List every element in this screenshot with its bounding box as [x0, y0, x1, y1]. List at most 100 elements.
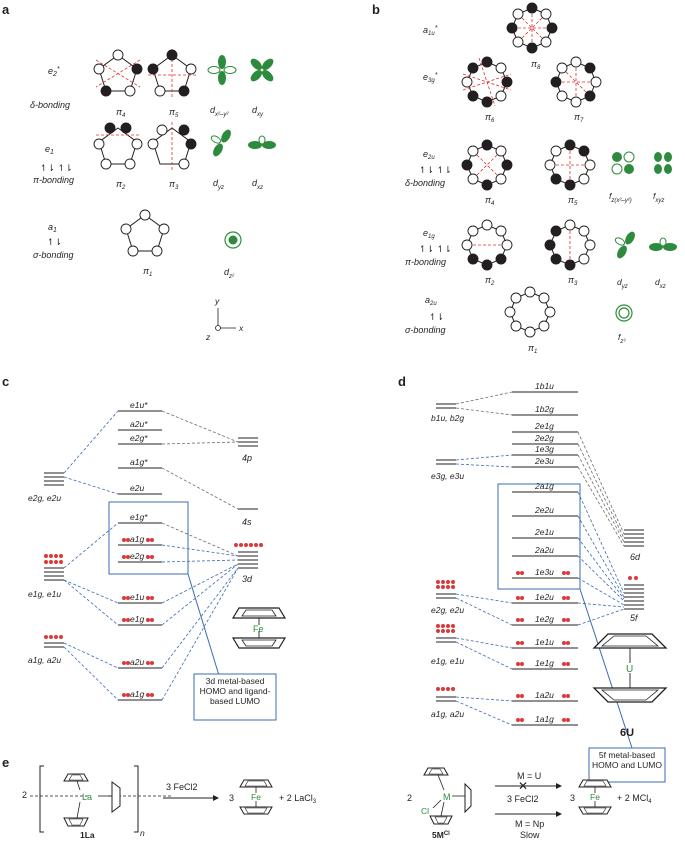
- d-note-box: [588, 747, 666, 783]
- d-mo-level-label: 1a1g: [535, 714, 554, 724]
- d-mo-electron: [566, 596, 570, 600]
- mo-b-pi2: [461, 219, 513, 271]
- axes-icon: y x z: [205, 296, 244, 342]
- panel-b-label: b: [372, 2, 380, 17]
- a-sym-e2star: e2*: [48, 66, 60, 78]
- d-left-a1g-levels: [436, 687, 456, 702]
- d-mo-electron: [520, 641, 524, 645]
- a-pi3-label: π3: [169, 179, 179, 191]
- d-mo-level-label: 1e3g: [535, 444, 554, 454]
- ferrocene-product-1: Fe: [239, 779, 273, 815]
- a-label-pi: π-bonding: [33, 175, 74, 185]
- c-mo-level-label: e1g: [130, 614, 144, 624]
- a-dyz-label: dyz: [213, 178, 224, 191]
- d-mo-electron: [562, 718, 566, 722]
- dxy-orbital-icon: [250, 58, 274, 82]
- svg-text:x: x: [238, 323, 244, 333]
- e-arrow-1-head: [213, 795, 219, 801]
- d-mo-electron: [520, 571, 524, 575]
- svg-text:Fe: Fe: [253, 624, 264, 634]
- c-mo-level-label: e2g: [130, 551, 144, 561]
- c-left-label-3: a1g, a2u: [28, 655, 61, 665]
- d-mo-electron: [566, 718, 570, 722]
- d-left-e1g-levels: [436, 624, 456, 643]
- c-mo-level-label: e2g*: [130, 433, 148, 443]
- fz3-orbital-icon: [615, 304, 633, 322]
- b-pi8-label: π8: [531, 59, 541, 71]
- svg-text:z: z: [205, 332, 211, 342]
- d-left-label-3: e2g, e2u: [431, 605, 464, 615]
- panel-d-label: d: [398, 374, 406, 389]
- m-complex-structure: M Cl: [421, 767, 472, 825]
- e-bracket-right: [134, 765, 139, 833]
- b-fz3-label: fz³: [618, 332, 626, 345]
- c-mo-electron: [150, 596, 154, 600]
- a-pi1-label: π1: [143, 266, 152, 278]
- b-pi1-label: π1: [528, 343, 537, 355]
- e-reagent-1: 3 FeCl2: [166, 782, 198, 792]
- e-cond-u: M = U: [517, 771, 541, 781]
- d-mo-electron: [516, 718, 520, 722]
- c-mo-electron: [146, 555, 150, 559]
- c-left-e2g-levels: [44, 472, 64, 486]
- d-mo-electron: [520, 618, 524, 622]
- c-mo-electron: [122, 538, 126, 542]
- e-right-coef: 2: [407, 793, 412, 803]
- b-pi6-label: π6: [485, 112, 495, 124]
- c-right-3d: [234, 543, 263, 569]
- a-sym-a1: a1: [48, 222, 57, 234]
- c-mo-level-label: a1g: [130, 689, 144, 699]
- d-right-5f: [624, 576, 644, 610]
- c-left-electrons: [44, 554, 63, 639]
- d-left-label-5: a1g, a2u: [431, 709, 464, 719]
- c-mo-electron: [126, 555, 130, 559]
- d-mo-level-label: 1a2u: [535, 690, 554, 700]
- c-right-label-4s: 4s: [242, 517, 252, 527]
- e-slow: Slow: [520, 830, 540, 840]
- mo-b-pi4: [461, 139, 513, 191]
- c-mo-level-label: e1u: [130, 592, 144, 602]
- c-left-label-2: e1g, e1u: [28, 589, 61, 599]
- mo-pi1: [120, 209, 170, 257]
- d-mo-level-label: 1b1u: [535, 381, 554, 391]
- d-mo-level-label: 1e1u: [535, 637, 554, 647]
- a-dxy-label: dxy: [252, 105, 264, 118]
- c-mo-level-label: a2u: [130, 657, 144, 667]
- b-spin-e1g: ↿⇂ ↿⇂: [419, 244, 452, 254]
- d-right-label-5f: 5f: [630, 613, 639, 623]
- a-dx2y2-label: dx²–y²: [210, 105, 229, 118]
- c-mo-electron: [150, 538, 154, 542]
- dyz-orbital-icon: [210, 129, 231, 157]
- d-mo-electron: [562, 618, 566, 622]
- d-mo-level-label: 2e2u: [534, 505, 554, 515]
- b-pi5-label: π5: [568, 195, 578, 207]
- c-mo-electron: [150, 693, 154, 697]
- mo-pi8: [506, 2, 558, 54]
- b-dyz-orbital-icon: [614, 231, 635, 259]
- c-left-label-1: e2g, e2u: [28, 493, 61, 503]
- d-mo-level-label: 2e1u: [534, 527, 554, 537]
- d-mo-level-label: 2e3u: [534, 456, 554, 466]
- mo-pi3: [147, 122, 197, 170]
- c-mo-electron: [150, 661, 154, 665]
- e-cond-np: M = Np: [515, 819, 544, 829]
- b-sym-e2u: e2u: [423, 149, 435, 161]
- d-mo-level-label: 2a1g: [534, 481, 554, 491]
- b-pi2-label: π2: [485, 275, 495, 287]
- d-mo-level-label: 1e2u: [535, 592, 554, 602]
- la-complex-structure: La: [30, 773, 172, 827]
- c-mo-electron: [126, 596, 130, 600]
- fzx2y2-orbital-icon: [611, 151, 635, 175]
- d-left-label-4: e1g, e1u: [431, 656, 464, 666]
- d-left-e2g-levels: [436, 580, 456, 599]
- e-blocked-mark: ✕: [518, 779, 528, 793]
- d-mo-electron: [562, 596, 566, 600]
- panel-a-label: a: [2, 2, 10, 17]
- d-mo-electron: [520, 694, 524, 698]
- c-mo-levels: e1u*a2u*e2g*a1g*e2ue1g*a1ge2ge1ue1ga2ua1…: [118, 400, 162, 701]
- e-prod-coef-1: 3: [229, 793, 234, 803]
- c-note-text: 3d metal-based HOMO and ligand-based LUM…: [199, 676, 271, 706]
- a-label-sigma: σ-bonding: [33, 250, 73, 260]
- b-sym-a1u: a1u*: [423, 25, 438, 37]
- d-mo-electron: [516, 618, 520, 622]
